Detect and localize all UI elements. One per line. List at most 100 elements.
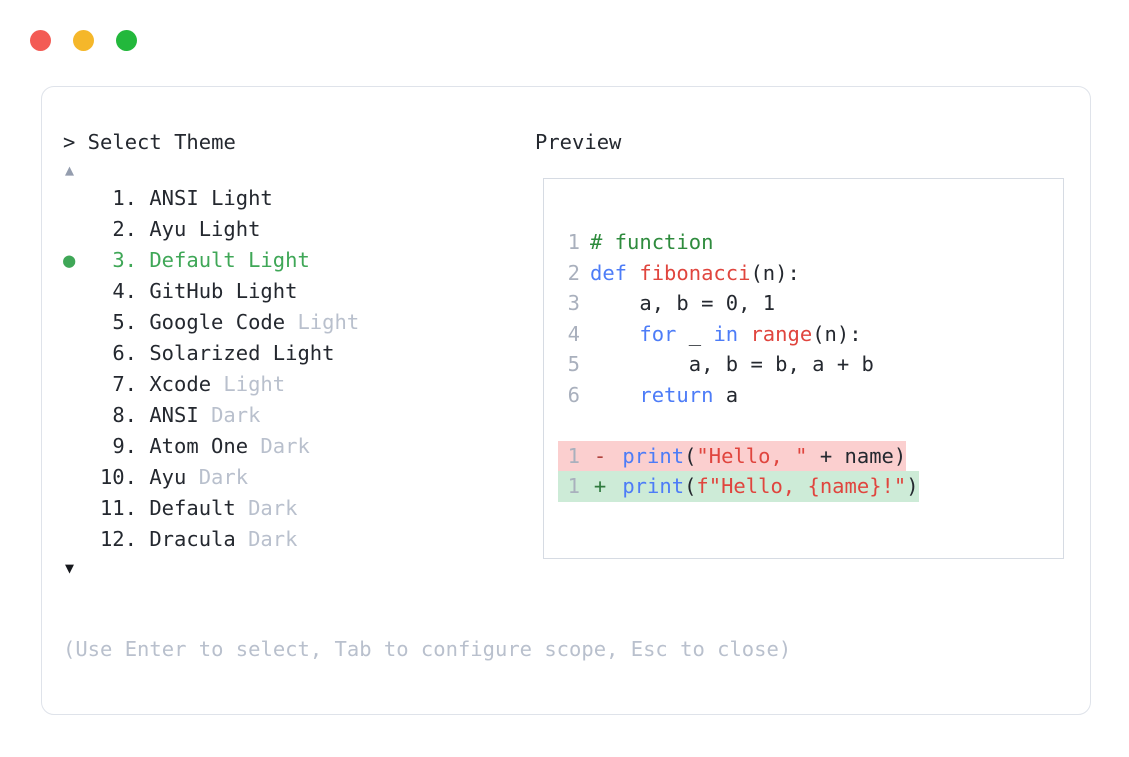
code-token: print: [622, 443, 685, 468]
code-token: for: [639, 321, 677, 346]
diff-line: 1+ print(f"Hello, {name}!"): [558, 471, 1057, 502]
line-number: 1: [567, 230, 580, 254]
code-line: 5 a, b = b, a + b: [558, 349, 1057, 380]
preview-label: Preview: [535, 130, 622, 154]
theme-list-item[interactable]: 5. Google Code Light: [63, 307, 533, 338]
code-source: a, b = b, a + b: [590, 349, 874, 380]
theme-item-number: 6.: [112, 341, 137, 365]
code-token: fibonacci: [639, 260, 751, 285]
theme-item-name: Dracula: [137, 527, 249, 551]
line-number: 5: [567, 352, 580, 376]
theme-item-name: Atom One: [137, 434, 261, 458]
keyboard-hint: (Use Enter to select, Tab to configure s…: [63, 637, 792, 661]
theme-item-number: 1.: [112, 186, 137, 210]
theme-list-item[interactable]: 8. ANSI Dark: [63, 400, 533, 431]
theme-list-item[interactable]: 2. Ayu Light: [63, 214, 533, 245]
theme-item-variant: Dark: [248, 527, 298, 551]
theme-list-item[interactable]: 1. ANSI Light: [63, 183, 533, 214]
theme-item-variant: Dark: [248, 496, 298, 520]
scroll-down-arrow-icon[interactable]: ▼: [65, 559, 75, 577]
panes: > Select Theme ▲ 1. ANSI Light 2. Ayu Li…: [42, 87, 1090, 714]
code-spacer: [558, 410, 1057, 441]
theme-item-number: 7.: [112, 372, 137, 396]
code-token: print: [622, 474, 685, 498]
code-token: f"Hello, {name}!": [696, 474, 907, 498]
theme-item-name: ANSI: [137, 186, 212, 210]
theme-list-item[interactable]: 4. GitHub Light: [63, 276, 533, 307]
code-token: (n):: [750, 260, 800, 285]
theme-item-number: 10.: [99, 465, 137, 489]
theme-list: 1. ANSI Light 2. Ayu Light ● 3. Default Li…: [63, 183, 533, 555]
theme-item-number: 3.: [112, 248, 137, 272]
code-line: 4 for _ in range(n):: [558, 319, 1057, 350]
theme-item-name: Xcode: [137, 372, 224, 396]
theme-list-item[interactable]: 7. Xcode Light: [63, 369, 533, 400]
bullet-placeholder: [63, 462, 89, 493]
theme-item-variant: Light: [198, 217, 261, 241]
window-controls: [30, 30, 137, 51]
code-source: def fibonacci(n):: [590, 258, 800, 289]
theme-list-item[interactable]: 10. Ayu Dark: [63, 462, 533, 493]
code-token: _: [676, 321, 714, 346]
theme-list-item[interactable]: 11. Default Dark: [63, 493, 533, 524]
code-token: + name): [807, 443, 907, 468]
bullet-placeholder: [63, 431, 89, 462]
code-source: for _ in range(n):: [590, 319, 861, 350]
theme-list-item[interactable]: 6. Solarized Light: [63, 338, 533, 369]
theme-item-name: Ayu: [137, 217, 199, 241]
bullet-placeholder: [63, 214, 89, 245]
theme-item-number: 2.: [112, 217, 137, 241]
theme-item-name: Ayu: [137, 465, 199, 489]
theme-item-name: ANSI: [137, 403, 212, 427]
code-token: "Hello, ": [696, 443, 808, 468]
maximize-window-button[interactable]: [116, 30, 137, 51]
select-theme-prompt: > Select Theme: [63, 130, 236, 154]
code-token: (: [684, 474, 697, 498]
close-window-button[interactable]: [30, 30, 51, 51]
theme-item-name: Solarized: [137, 341, 273, 365]
code-token: # function: [590, 230, 714, 254]
code-source: return a: [590, 380, 738, 411]
diff-minus-marker: -: [593, 443, 607, 468]
theme-item-number: 5.: [112, 310, 137, 334]
bullet-placeholder: [63, 369, 89, 400]
diff-added-line: 1+ print(f"Hello, {name}!"): [558, 471, 919, 502]
line-number: 1: [567, 474, 580, 498]
theme-item-name: Default: [137, 496, 249, 520]
line-number: 3: [567, 291, 580, 315]
code-line: 1 # function: [558, 227, 1057, 258]
theme-item-number: 11.: [99, 496, 137, 520]
code-source: a, b = 0, 1: [590, 288, 775, 319]
bullet-placeholder: [63, 338, 89, 369]
theme-selector-pane: > Select Theme ▲ 1. ANSI Light 2. Ayu Li…: [63, 127, 533, 581]
theme-item-variant: Light: [235, 279, 298, 303]
theme-item-number: 4.: [112, 279, 137, 303]
selected-bullet-icon: ●: [63, 248, 76, 272]
theme-item-variant: Light: [211, 186, 273, 210]
code-token: [738, 322, 750, 346]
code-source: print("Hello, " + name): [610, 441, 906, 472]
theme-item-name: Google Code: [137, 310, 298, 334]
code-source: # function: [590, 227, 713, 258]
theme-item-name: GitHub: [137, 279, 236, 303]
code-token: ): [906, 474, 919, 498]
code-line: 6 return a: [558, 380, 1057, 411]
bullet-placeholder: [63, 493, 89, 524]
code-token: range: [750, 321, 813, 346]
theme-list-item[interactable]: ●3. Default Light: [63, 245, 533, 276]
line-number: 1: [567, 443, 580, 468]
scroll-up-arrow-icon[interactable]: ▲: [65, 161, 75, 179]
theme-list-item[interactable]: 12. Dracula Dark: [63, 524, 533, 555]
bullet-placeholder: [63, 524, 89, 555]
code-token: a, b = 0, 1: [590, 291, 776, 315]
theme-item-name: Default: [137, 248, 249, 272]
code-token: (: [684, 443, 697, 468]
theme-item-variant: Light: [297, 310, 360, 334]
theme-list-item[interactable]: 9. Atom One Dark: [63, 431, 533, 462]
code-source: print(f"Hello, {name}!"): [610, 471, 919, 502]
bullet-placeholder: [63, 400, 89, 431]
minimize-window-button[interactable]: [73, 30, 94, 51]
